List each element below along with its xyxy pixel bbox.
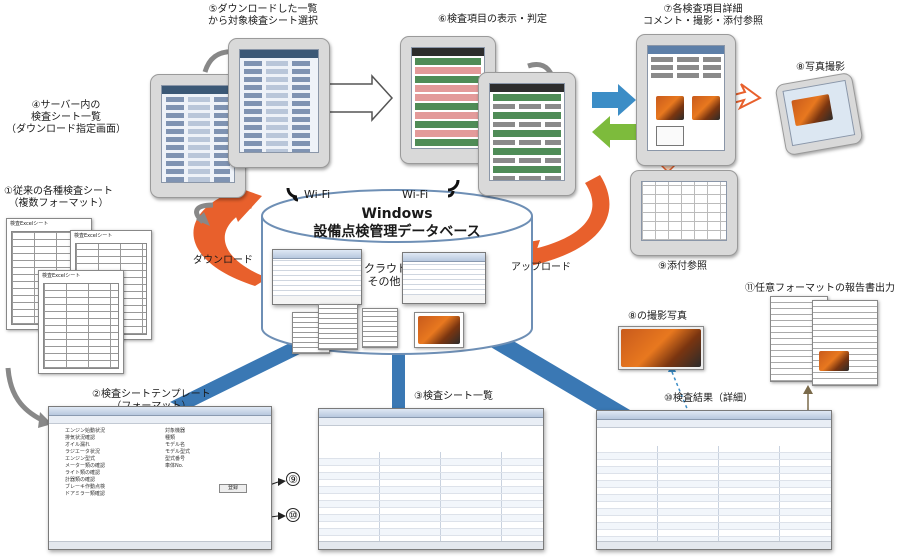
step3-label: ③検査シート一覧: [414, 391, 493, 402]
report-sheet-front: [812, 300, 878, 386]
step4-label: ④サーバー内の 検査シート一覧 （ダウンロード指定画面）: [6, 100, 126, 135]
tree-item[interactable]: オイル漏れ: [65, 442, 91, 448]
db-title: Windows: [361, 206, 433, 222]
grey-arrow-step1-head: [196, 212, 210, 226]
wifi-icon: [286, 187, 299, 202]
cloud-other-label: クラウド その他: [364, 262, 408, 288]
sheet-list-titlebar: [319, 409, 543, 418]
db-screen-left: [272, 249, 362, 305]
download-arrow: [193, 192, 268, 286]
step5-label: ⑤ダウンロードした一覧 から対象検査シート選択: [208, 4, 318, 27]
template-titlebar: [49, 407, 271, 416]
db-photo: [418, 316, 460, 344]
tree-item[interactable]: ラジエータ状況: [65, 449, 100, 455]
tree-item[interactable]: エンジン型式: [65, 456, 96, 462]
green-arrow: [592, 116, 636, 148]
result-titlebar: [597, 411, 831, 420]
connector-bar-right: [472, 326, 630, 420]
tablet-judgement: [478, 72, 576, 196]
database-top: [261, 189, 533, 243]
detail-photo-thumb: [656, 96, 684, 120]
sheet-list-window: [318, 408, 544, 550]
report-photo: [819, 351, 849, 371]
blue-arrow: [592, 84, 636, 116]
result-table: [597, 428, 831, 544]
sheet-list-menubar: [319, 418, 543, 426]
tree-item[interactable]: 排気状況確認: [65, 435, 96, 441]
taken-photo: [618, 326, 704, 370]
wifi-left-label: Wi-Fi: [304, 188, 331, 201]
report-link-head: [803, 385, 813, 394]
db-subtitle: 設備点検管理データベース: [313, 224, 481, 240]
db-doc-stack-3: [362, 308, 398, 348]
callout10-head: [278, 512, 286, 520]
wifi-right-label: Wi-Fi: [402, 188, 429, 201]
tree-item[interactable]: ドアミラー類確認: [65, 491, 105, 497]
db-doc-stack-2: [318, 304, 358, 350]
wifi-icon: [447, 179, 460, 198]
step1-label: ①従来の各種検査シート （複数フォーマット）: [4, 186, 113, 209]
download-label: ダウンロード: [193, 255, 253, 266]
detail-photo-thumb: [692, 96, 720, 120]
step9-label: ⑨添付参照: [658, 261, 707, 272]
step11-label: ⑪任意フォーマットの報告書出力: [745, 283, 895, 294]
step10-label: ⑩検査結果（詳細）: [664, 393, 753, 404]
db-screen-right: [402, 252, 486, 304]
callout10-label: ⑩: [286, 508, 300, 522]
tablet-inspection-items: [400, 36, 496, 164]
step8-label: ⑧写真撮影: [796, 62, 845, 73]
step7-label: ⑦各検査項目詳細 コメント・撮影・添付参照: [643, 4, 763, 27]
step6-label: ⑥検査項目の表示・判定: [438, 14, 547, 25]
sheet-list-table: [319, 426, 543, 543]
tablet-downloaded-list: [228, 38, 330, 168]
tree-item[interactable]: 計器類の確認: [65, 477, 96, 483]
upload-label: アップロード: [511, 262, 571, 273]
field-label: モデル型式: [165, 449, 191, 455]
register-button[interactable]: 登録: [219, 484, 247, 493]
callout9-label: ⑨: [286, 472, 300, 486]
field-label: 型式番号: [165, 456, 186, 462]
tree-item[interactable]: ライト類の確認: [65, 470, 101, 476]
step8-photo-label: ⑧の撮影写真: [628, 311, 687, 322]
excel-sheet-front: 検査Excelシート: [38, 270, 124, 374]
tablet-attachment: [630, 170, 738, 256]
result-menubar: [597, 420, 831, 428]
tablet-item-detail: [636, 34, 736, 166]
field-label: 車体No.: [165, 463, 184, 469]
db-photo-card: [414, 312, 464, 348]
tablet-photo-shoot: [774, 71, 864, 157]
template-menubar: [49, 416, 271, 424]
connector-bar-left: [170, 338, 316, 410]
result-detail-window: [596, 410, 832, 550]
shoot-photo-preview: [791, 94, 834, 127]
tree-item[interactable]: ブレーキ作動点検: [65, 484, 106, 490]
template-fields: 対象機器 種類 モデル名 モデル型式 型式番号 車体No.: [165, 428, 265, 470]
field-label: モデル名: [165, 442, 186, 448]
field-label: 種類: [165, 435, 176, 441]
loader-photo: [621, 329, 701, 367]
template-tree: エンジン始動状況 排気状況確認 オイル漏れ ラジエータ状況 エンジン型式 メータ…: [53, 428, 149, 498]
callout9-head: [278, 478, 286, 486]
detail-attach-thumb: [656, 126, 684, 146]
grey-arrow-step2: [5, 367, 44, 423]
hollow-arrow: [327, 74, 394, 122]
tree-item[interactable]: メーター類の確認: [65, 463, 106, 469]
tree-item[interactable]: エンジン始動状況: [65, 428, 106, 434]
connector-bar-center: [392, 348, 405, 410]
template-window: エンジン始動状況 排気状況確認 オイル漏れ ラジエータ状況 エンジン型式 メータ…: [48, 406, 272, 550]
field-label: 対象機器: [165, 428, 186, 434]
